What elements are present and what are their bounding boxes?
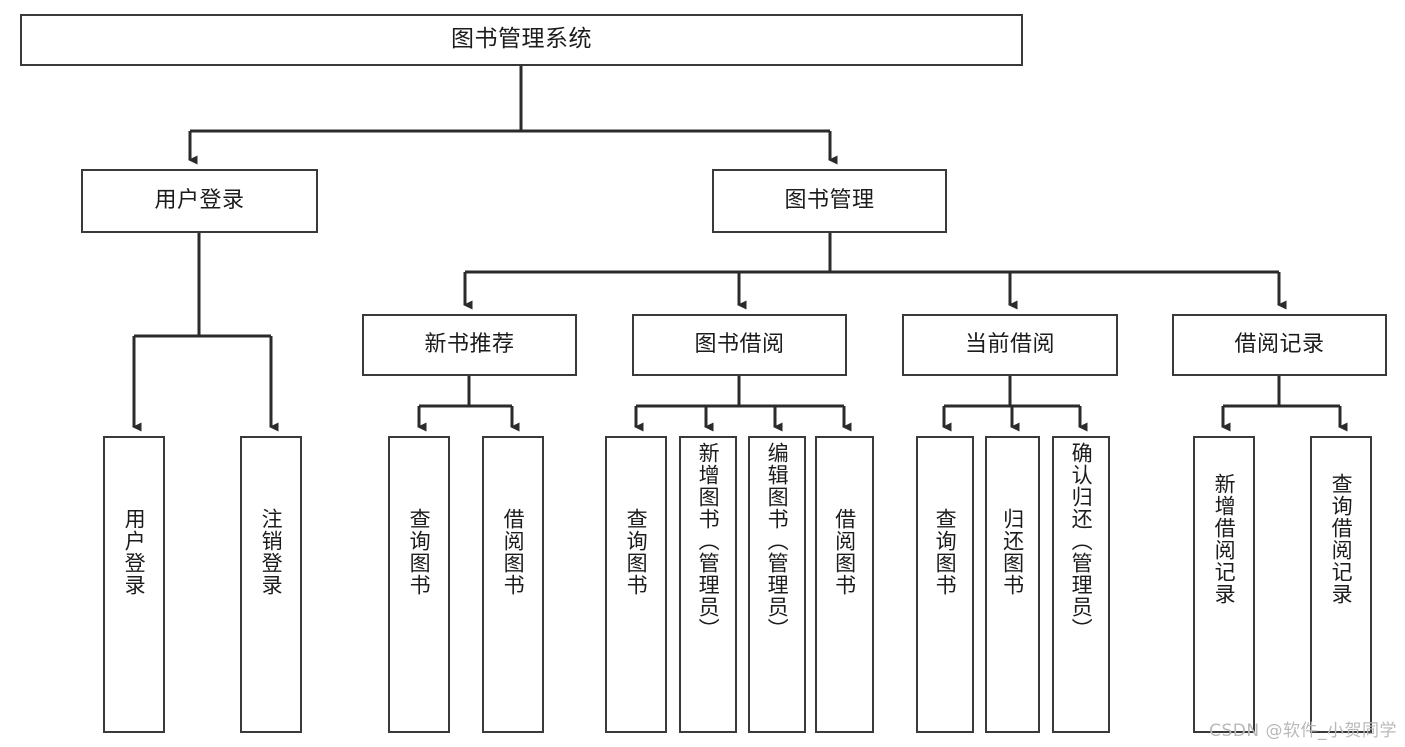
node-label: 用户登录 — [122, 508, 147, 596]
node-label: 图书管理系统 — [451, 26, 592, 53]
node-label: 新书推荐 — [424, 331, 515, 357]
node-root-system[interactable]: 图书管理系统 — [20, 14, 1023, 66]
node-label: 借阅图书 — [832, 508, 857, 596]
node-leaf-query-book-current[interactable]: 查询图书 — [916, 436, 974, 733]
node-new-book-recommend[interactable]: 新书推荐 — [362, 314, 577, 376]
node-label: 图书借阅 — [694, 331, 785, 357]
node-label: 借阅记录 — [1234, 331, 1325, 357]
node-label: 用户登录 — [154, 187, 245, 213]
node-leaf-borrow-book-newbook[interactable]: 借阅图书 — [482, 436, 544, 733]
node-leaf-return-book[interactable]: 归还图书 — [985, 436, 1040, 733]
node-label: 借阅图书 — [501, 508, 526, 596]
node-leaf-query-borrow-record[interactable]: 查询借阅记录 — [1310, 436, 1372, 733]
node-label: 查询图书 — [624, 508, 649, 596]
node-label: 确认归还（管理员） — [1069, 442, 1094, 640]
node-leaf-logout[interactable]: 注销登录 — [240, 436, 302, 733]
node-label: 查询图书 — [407, 508, 432, 596]
node-leaf-confirm-return-admin[interactable]: 确认归还（管理员） — [1052, 436, 1110, 733]
node-leaf-user-login[interactable]: 用户登录 — [103, 436, 165, 733]
node-leaf-query-book-borrow[interactable]: 查询图书 — [605, 436, 667, 733]
node-current-borrow[interactable]: 当前借阅 — [902, 314, 1118, 376]
node-leaf-edit-book-admin[interactable]: 编辑图书（管理员） — [748, 436, 806, 733]
node-label: 归还图书 — [1000, 508, 1025, 596]
node-user-login[interactable]: 用户登录 — [81, 169, 318, 233]
node-book-borrow[interactable]: 图书借阅 — [632, 314, 847, 376]
node-book-management[interactable]: 图书管理 — [712, 169, 947, 233]
node-leaf-query-book-newbook[interactable]: 查询图书 — [388, 436, 450, 733]
node-label: 查询借阅记录 — [1329, 473, 1354, 605]
node-leaf-add-borrow-record[interactable]: 新增借阅记录 — [1193, 436, 1255, 733]
node-borrow-record[interactable]: 借阅记录 — [1172, 314, 1387, 376]
node-label: 新增借阅记录 — [1212, 473, 1237, 605]
node-label: 查询图书 — [933, 508, 958, 596]
node-label: 新增图书（管理员） — [696, 442, 721, 640]
node-label: 图书管理 — [784, 187, 875, 213]
node-leaf-borrow-book[interactable]: 借阅图书 — [815, 436, 874, 733]
node-leaf-add-book-admin[interactable]: 新增图书（管理员） — [679, 436, 737, 733]
node-label: 当前借阅 — [964, 331, 1055, 357]
node-label: 注销登录 — [259, 508, 284, 596]
node-label: 编辑图书（管理员） — [765, 442, 790, 640]
